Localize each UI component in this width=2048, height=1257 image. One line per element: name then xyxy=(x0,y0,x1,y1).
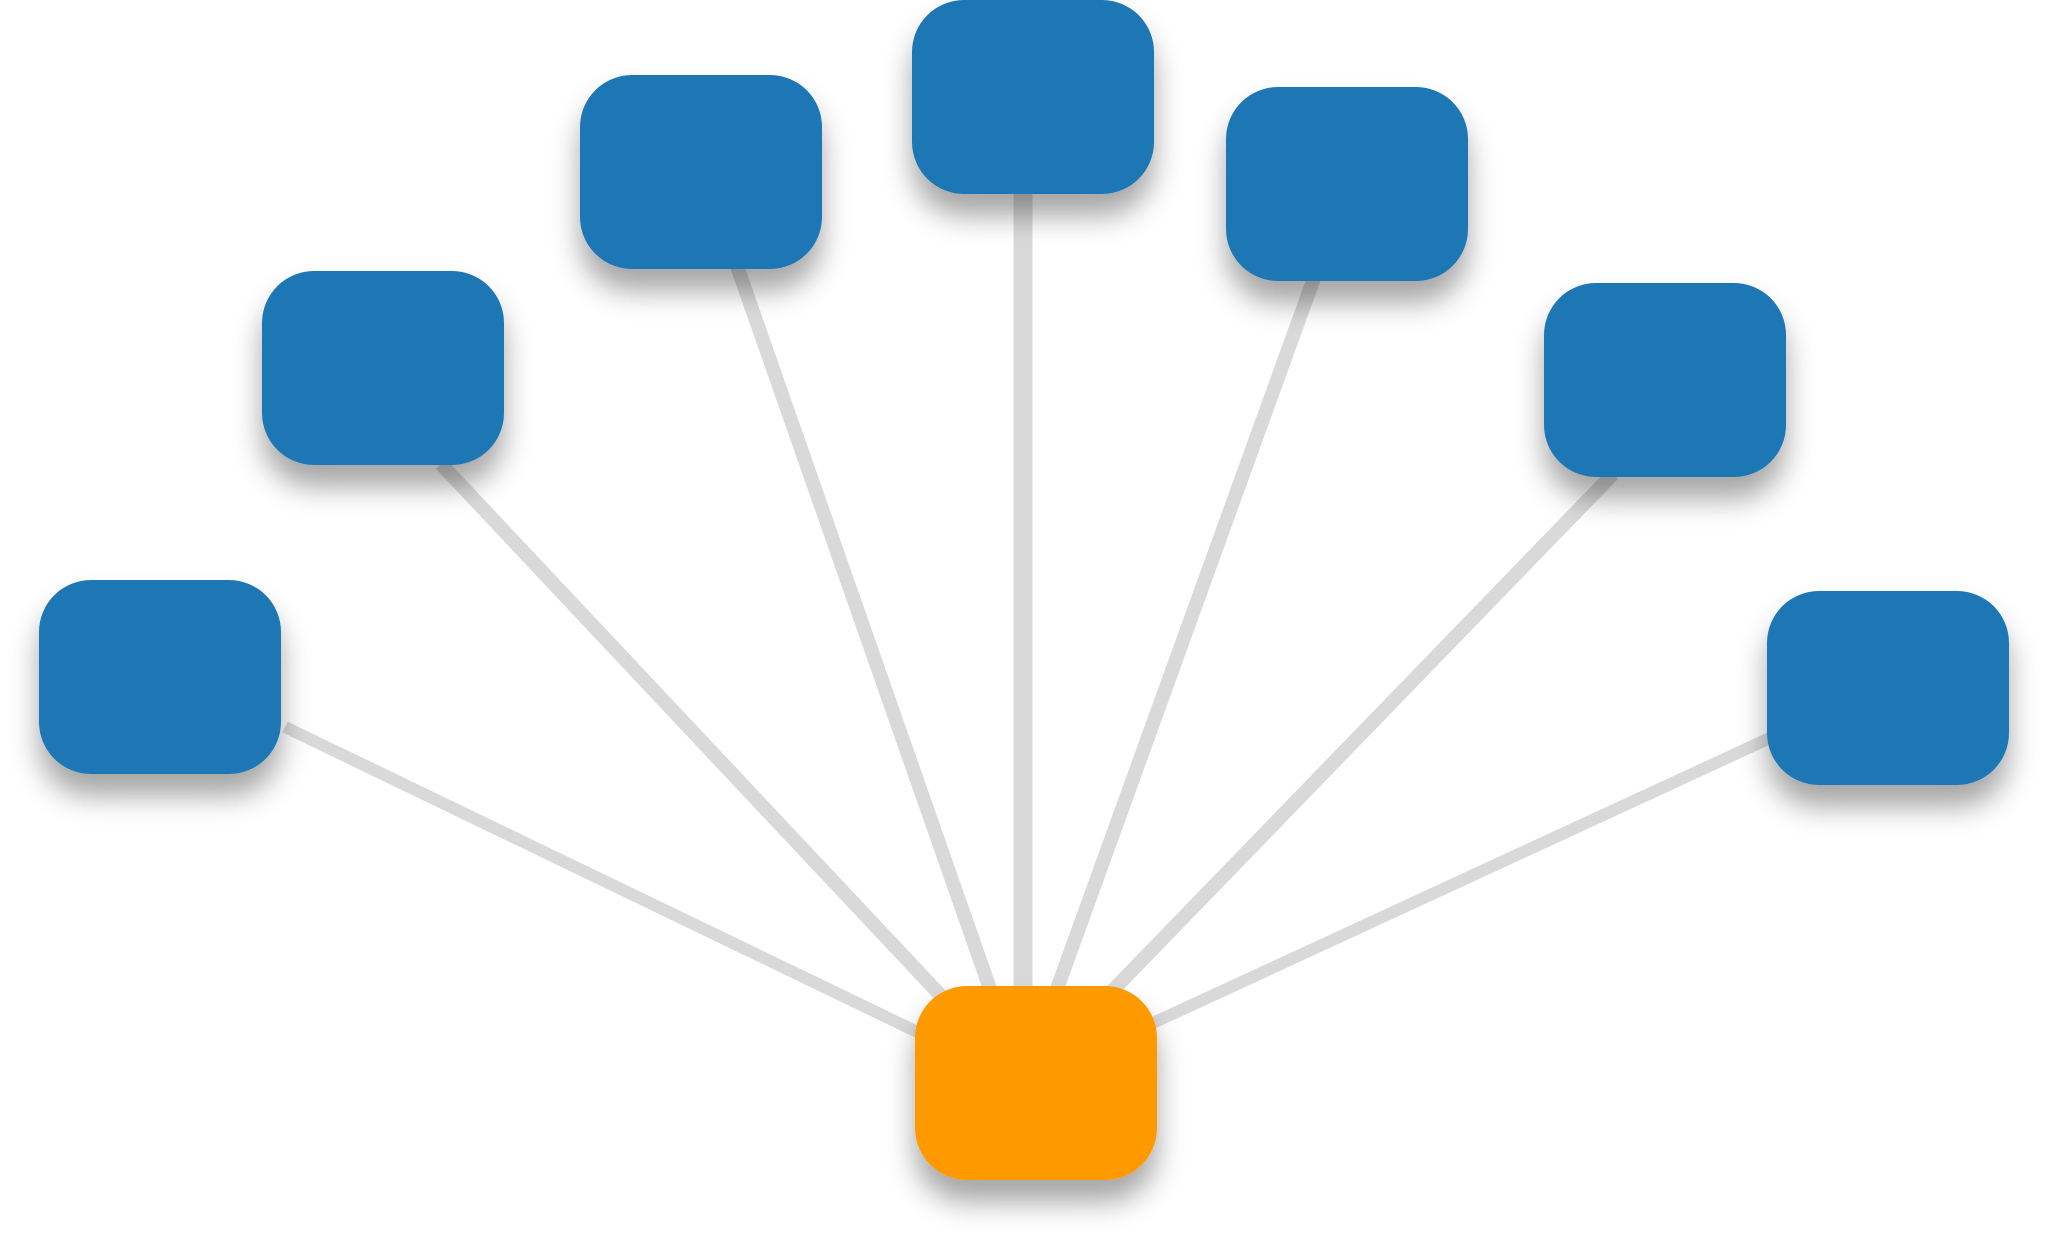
satellite-node-6[interactable] xyxy=(1544,283,1786,477)
edge-2 xyxy=(435,459,1029,1088)
satellite-node-3[interactable] xyxy=(580,75,822,269)
satellite-node-2[interactable] xyxy=(262,271,504,465)
satellite-node-7-box xyxy=(1767,591,2009,785)
satellite-node-2-box xyxy=(262,271,504,465)
satellite-node-5[interactable] xyxy=(1226,87,1468,281)
hub-node-box xyxy=(915,986,1157,1180)
edge-6 xyxy=(1017,469,1619,1088)
edges-layer xyxy=(282,192,1773,1089)
edge-3 xyxy=(730,263,1030,1086)
satellite-node-1[interactable] xyxy=(39,580,281,774)
satellite-node-1-box xyxy=(39,580,281,774)
satellite-node-3-box xyxy=(580,75,822,269)
satellite-node-4[interactable] xyxy=(912,0,1154,194)
hub-node[interactable] xyxy=(915,986,1157,1180)
edge-5 xyxy=(1016,275,1321,1086)
satellite-node-4-box xyxy=(912,0,1154,194)
nodes-layer xyxy=(39,0,2009,1180)
edge-1 xyxy=(282,721,1026,1089)
satellite-node-5-box xyxy=(1226,87,1468,281)
satellite-node-6-box xyxy=(1544,283,1786,477)
satellite-node-7[interactable] xyxy=(1767,591,2009,785)
